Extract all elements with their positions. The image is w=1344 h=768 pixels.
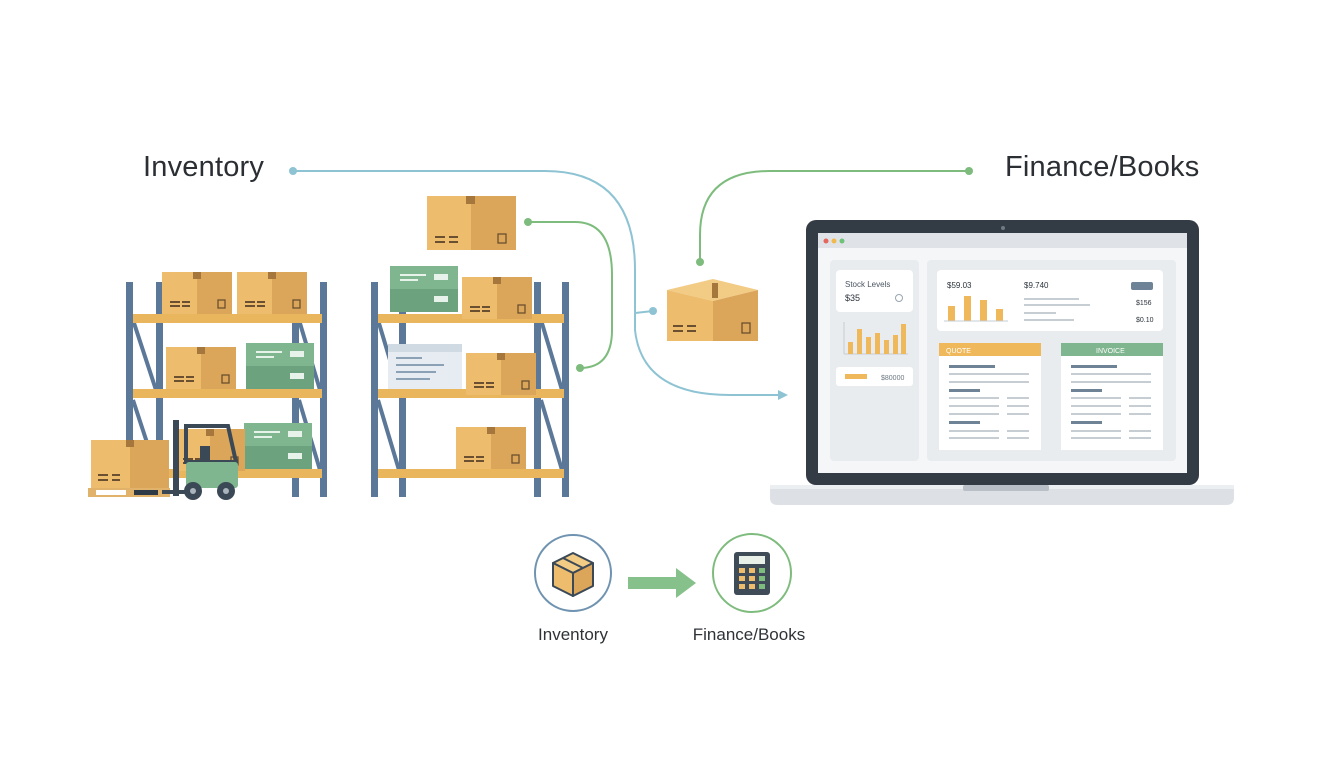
arrow-right-icon: [628, 568, 696, 598]
shelf-box-green: [390, 266, 458, 312]
flow-inventory-circle: [534, 534, 612, 612]
dashboard-sidebar: Stock Levels $35 $80000: [830, 260, 919, 461]
inventory-title: Inventory: [143, 151, 265, 183]
summary-amount-a: $59.03: [947, 281, 972, 290]
stock-levels-value: $35: [845, 293, 860, 303]
summary-side-b: $0.10: [1136, 317, 1154, 324]
box-icon: [552, 552, 594, 597]
floating-box-top: [427, 196, 516, 250]
flow-finance-circle: [712, 533, 792, 613]
transfer-box: [667, 279, 758, 341]
stock-mini-chart: [843, 322, 908, 355]
invoice-lines: [1071, 365, 1151, 439]
shelf-box-green: [246, 343, 314, 389]
stock-footer-value: $80000: [881, 375, 904, 382]
shelf-document-box: [388, 344, 462, 389]
shelf-box: [236, 271, 308, 315]
shelf-box: [455, 426, 527, 470]
calculator-icon: [734, 552, 770, 595]
pallet-boxes: [88, 440, 170, 497]
connector-lines: [289, 167, 973, 400]
finance-title: Finance/Books: [1005, 151, 1200, 183]
shelf-box-green: [244, 423, 312, 469]
flow-finance-label: Finance/Books: [692, 625, 806, 644]
shelf-box: [165, 346, 237, 390]
invoice-header: INVOICE: [1096, 348, 1125, 355]
dashboard-main: $59.03 $9.740 $156 $0.10 QUOTE: [927, 260, 1176, 461]
quote-lines: [949, 365, 1029, 439]
summary-amount-b: $9.740: [1024, 281, 1049, 290]
shelf-box: [465, 352, 537, 396]
quote-header: QUOTE: [946, 348, 971, 355]
shelf-box: [161, 271, 233, 315]
summary-side-a: $156: [1136, 300, 1152, 307]
middle-shelving-unit: [371, 266, 569, 497]
stock-levels-label: Stock Levels: [845, 280, 890, 289]
flow-inventory-label: Inventory: [538, 625, 608, 644]
shelf-box: [461, 276, 533, 320]
forklift-icon: [162, 420, 239, 500]
